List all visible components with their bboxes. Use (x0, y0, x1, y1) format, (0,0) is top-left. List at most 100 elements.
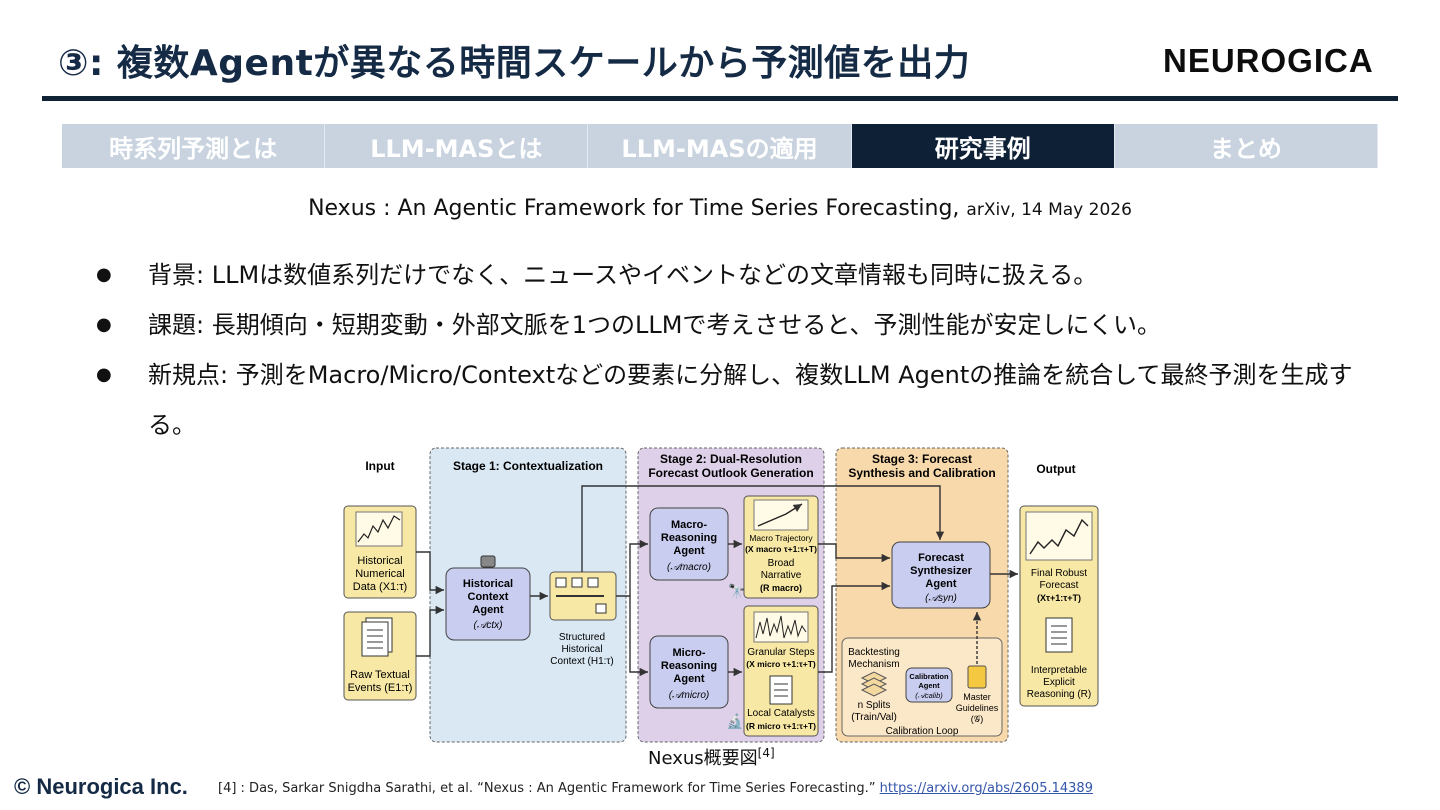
syn-line2: Synthesizer (910, 565, 972, 577)
bullet-dot-icon: ● (96, 364, 112, 385)
paper-title: Nexus : An Agentic Framework for Time Se… (308, 196, 960, 221)
stage1-header: Stage 1: Contextualization (453, 459, 603, 473)
paper-venue: arXiv, 14 May 2026 (966, 200, 1132, 220)
bullet-background: ● 背景: LLMは数値系列だけでなく、ニュースやイベントなどの文章情報も同時に扱… (96, 250, 1396, 300)
bullet-text: 新規点: 予測をMacro/Micro/Contextなどの要素に分解し、複数L… (148, 361, 1353, 439)
tab-summary[interactable]: まとめ (1114, 124, 1379, 168)
backtest-line1: Backtesting (848, 647, 900, 658)
final-line3: (Xτ+1:τ+T) (1037, 593, 1081, 603)
macro-traj-line1: Macro Trajectory (749, 533, 813, 543)
structured-line1: Structured (559, 632, 605, 643)
stage3-header-line1: Stage 3: Forecast (872, 452, 972, 466)
caption-text: Nexus概要図 (648, 748, 758, 769)
raw-textual-events-box: Raw Textual Events (E1:τ) (343, 611, 417, 701)
section-tabs: 時系列予測とは LLM-MASとは LLM-MASの適用 研究事例 まとめ (62, 124, 1379, 168)
tab-llm-mas[interactable]: LLM-MASとは (325, 124, 589, 168)
raw-text-line2: Events (E1:τ) (348, 682, 413, 694)
tab-llm-mas-application[interactable]: LLM-MASの適用 (588, 124, 852, 168)
robot-icon (480, 555, 496, 568)
hca-line1: Historical (463, 578, 513, 590)
bullet-dot-icon: ● (96, 314, 112, 335)
footnote-link[interactable]: https://arxiv.org/abs/2605.14389 (879, 781, 1093, 796)
final-line1: Final Robust (1031, 568, 1087, 579)
microscope-icon: 🔬 (726, 712, 743, 730)
backtest-line2: Mechanism (848, 659, 899, 670)
copyright: © Neurogica Inc. (14, 774, 188, 799)
structured-line2: Historical (561, 644, 602, 655)
master-line2: Guidelines (956, 703, 999, 713)
paper-citation: Nexus : An Agentic Framework for Time Se… (0, 196, 1440, 221)
output-header: Output (1036, 462, 1075, 476)
hist-num-line3: Data (X1:τ) (353, 581, 407, 593)
historical-numerical-data-box: Historical Numerical Data (X1:τ) (343, 505, 417, 599)
granular-line2: (X micro τ+1:τ+T) (746, 659, 816, 669)
micro-agent-line3: Agent (673, 673, 705, 685)
nsplits-line1: n Splits (858, 700, 891, 711)
interp-line3: Reasoning (R) (1027, 689, 1091, 700)
footnote: [4] : Das, Sarkar Snigdha Sarathi, et al… (218, 781, 1093, 796)
input-header: Input (365, 459, 394, 473)
granular-line1: Granular Steps (747, 647, 814, 658)
diagram-caption: Nexus概要図[4] (648, 744, 775, 770)
micro-agent-line4: (𝒜micro) (669, 690, 710, 701)
calib-agent-line3: (𝒜calib) (915, 691, 943, 700)
micro-agent-line1: Micro- (673, 647, 706, 659)
stage2-header-line1: Stage 2: Dual-Resolution (660, 452, 802, 466)
forecast-synthesizer-agent-box: Forecast Synthesizer Agent (𝒜syn) (891, 541, 991, 609)
macro-agent-line1: Macro- (671, 519, 707, 531)
local-cat-line1: Local Catalysts (747, 708, 815, 719)
syn-line4: (𝒜syn) (925, 593, 957, 604)
micro-reasoning-agent-box: Micro- Reasoning Agent (𝒜micro) (649, 635, 729, 709)
macro-agent-line3: Agent (673, 545, 705, 557)
macro-traj-line4: Narrative (761, 570, 802, 581)
bullet-dot-icon: ● (96, 264, 112, 285)
macro-reasoning-agent-box: Macro- Reasoning Agent (𝒜macro) (649, 507, 729, 581)
hist-num-line1: Historical (357, 555, 402, 567)
neurogica-logo: NEUROGICA (1163, 42, 1374, 79)
macro-traj-line5: (R macro) (760, 583, 802, 593)
tab-research-cases[interactable]: 研究事例 (851, 124, 1115, 168)
calibration-loop-box: Backtesting Mechanism n Splits (Train/Va… (841, 637, 1003, 737)
final-line2: Forecast (1040, 580, 1079, 591)
interp-line2: Explicit (1043, 677, 1075, 688)
interp-line1: Interpretable (1031, 665, 1088, 676)
caption-ref: [4] (757, 746, 775, 760)
bullet-text: 背景: LLMは数値系列だけでなく、ニュースやイベントなどの文章情報も同時に扱え… (148, 261, 1098, 289)
local-cat-line2: (R micro τ+1:τ+T) (746, 721, 816, 731)
structured-line3: Context (H1:τ) (550, 656, 613, 667)
master-line3: (𝒢) (971, 714, 983, 724)
bullet-challenge: ●課題: 長期傾向・短期変動・外部文脈を1つのLLMで考えさせると、予測性能が安… (96, 300, 1396, 350)
syn-line3: Agent (925, 578, 957, 590)
guideline-doc-icon (967, 665, 987, 689)
calib-loop-label: Calibration Loop (886, 726, 959, 737)
micro-agent-line2: Reasoning (661, 660, 717, 672)
stage3-header-line2: Synthesis and Calibration (848, 466, 995, 480)
nsplits-line2: (Train/Val) (851, 712, 897, 723)
macro-agent-line2: Reasoning (661, 532, 717, 544)
calib-agent-line1: Calibration (909, 672, 949, 681)
bullet-list: ● 背景: LLMは数値系列だけでなく、ニュースやイベントなどの文章情報も同時に扱… (96, 250, 1396, 450)
bullet-novelty: ● 新規点: 予測をMacro/Micro/Contextなどの要素に分解し、複数… (96, 350, 1396, 450)
hist-num-line2: Numerical (355, 568, 405, 580)
master-line1: Master (963, 692, 991, 702)
flow-arrows (416, 485, 1018, 677)
final-forecast-box: Final Robust Forecast (Xτ+1:τ+T) Interpr… (1019, 505, 1099, 707)
hca-line2: Context (468, 591, 509, 603)
macro-traj-line2: (X macro τ+1:τ+T) (745, 544, 817, 554)
hca-line4: (𝒜ctx) (474, 620, 503, 631)
layers-icon (860, 671, 888, 697)
page-title: ③: 複数Agentが異なる時間スケールから予測値を出力 (58, 43, 971, 84)
syn-line1: Forecast (918, 552, 964, 564)
historical-context-agent-box: Historical Context Agent (𝒜ctx) (445, 555, 531, 641)
macro-traj-line3: Broad (768, 558, 795, 569)
nexus-overview-diagram: Input Stage 1: Contextualization Stage 2… (343, 447, 1099, 743)
raw-text-line1: Raw Textual (350, 669, 410, 681)
stage2-header-line2: Forecast Outlook Generation (648, 466, 813, 480)
structured-context-box: Structured Historical Context (H1:τ) (549, 571, 617, 667)
tab-ts-forecast[interactable]: 時系列予測とは (62, 124, 326, 168)
hca-line3: Agent (472, 604, 504, 616)
telescope-icon: 🔭 (728, 583, 745, 600)
title-divider (42, 96, 1398, 101)
calib-agent-line2: Agent (918, 681, 940, 690)
macro-trajectory-box: Macro Trajectory (X macro τ+1:τ+T) Broad… (743, 495, 819, 599)
